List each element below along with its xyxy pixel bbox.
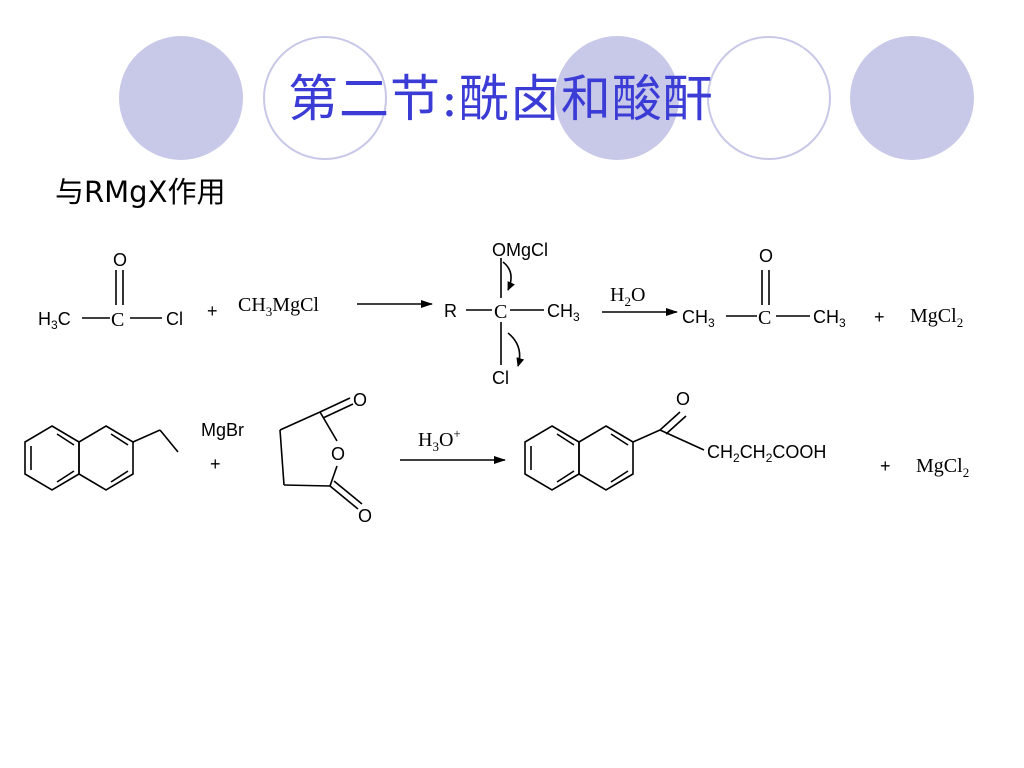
anhydride-o-bottom: O bbox=[358, 506, 372, 526]
product-aryl-bond bbox=[632, 429, 661, 443]
naphthalene-reactant bbox=[24, 425, 134, 491]
reaction2-plus1: + bbox=[210, 454, 221, 474]
slide-title: 第二节:酰卤和酸酐 bbox=[288, 70, 714, 128]
slide-subtitle: 与RMgX作用 bbox=[55, 175, 226, 209]
inter-r-label: R bbox=[444, 301, 457, 321]
product-co-bond-a bbox=[659, 411, 681, 431]
decor-circle-2 bbox=[263, 36, 387, 160]
inter-ch3-label: CH3 bbox=[547, 301, 580, 324]
reaction1-plus1: + bbox=[207, 301, 218, 321]
ketone-o-label: O bbox=[759, 246, 773, 266]
acyl-c-label: C bbox=[111, 309, 124, 331]
product-chain-label: CH2CH2COOH bbox=[707, 442, 826, 465]
product-co-bond-b bbox=[665, 415, 687, 435]
grignard-label: CH3MgCl bbox=[238, 294, 319, 319]
reaction2-plus2: + bbox=[880, 456, 891, 476]
mgbr-link bbox=[132, 429, 161, 443]
acyl-cl-label: Cl bbox=[166, 309, 183, 329]
ketone-left-label: CH3 bbox=[682, 307, 715, 330]
naphthalene-product bbox=[524, 425, 634, 491]
inter-cl-label: Cl bbox=[492, 368, 509, 388]
decor-circle-4 bbox=[707, 36, 831, 160]
inter-curly-arrow-top bbox=[502, 261, 515, 291]
decor-circle-5 bbox=[850, 36, 974, 160]
reaction2-byproduct: MgCl2 bbox=[916, 455, 969, 480]
reaction1-plus2: + bbox=[874, 307, 885, 327]
acyl-h3c-label: H3C bbox=[38, 309, 71, 332]
reaction1-byproduct: MgCl2 bbox=[910, 305, 963, 330]
arrow2-reagent: H2O bbox=[610, 284, 645, 309]
anhydride-o-ring: O bbox=[331, 444, 345, 464]
inter-omgcl-label: OMgCl bbox=[492, 240, 548, 260]
decor-circle-3 bbox=[555, 36, 679, 160]
decor-circle-1 bbox=[119, 36, 243, 160]
mgbr-bond bbox=[159, 429, 179, 453]
inter-curly-arrow-bottom bbox=[507, 332, 525, 367]
mgbr-label: MgBr bbox=[201, 420, 244, 440]
product-o-label: O bbox=[676, 389, 690, 409]
product-chain-bond bbox=[659, 429, 705, 451]
ketone-right-label: CH3 bbox=[813, 307, 846, 330]
anhydride-o-top: O bbox=[353, 390, 367, 410]
inter-c-label: C bbox=[494, 301, 507, 323]
acyl-o-label: O bbox=[113, 250, 127, 270]
reaction2-reagent: H3O+ bbox=[418, 426, 461, 454]
ketone-c-label: C bbox=[758, 307, 771, 329]
succinic-anhydride bbox=[279, 397, 363, 510]
